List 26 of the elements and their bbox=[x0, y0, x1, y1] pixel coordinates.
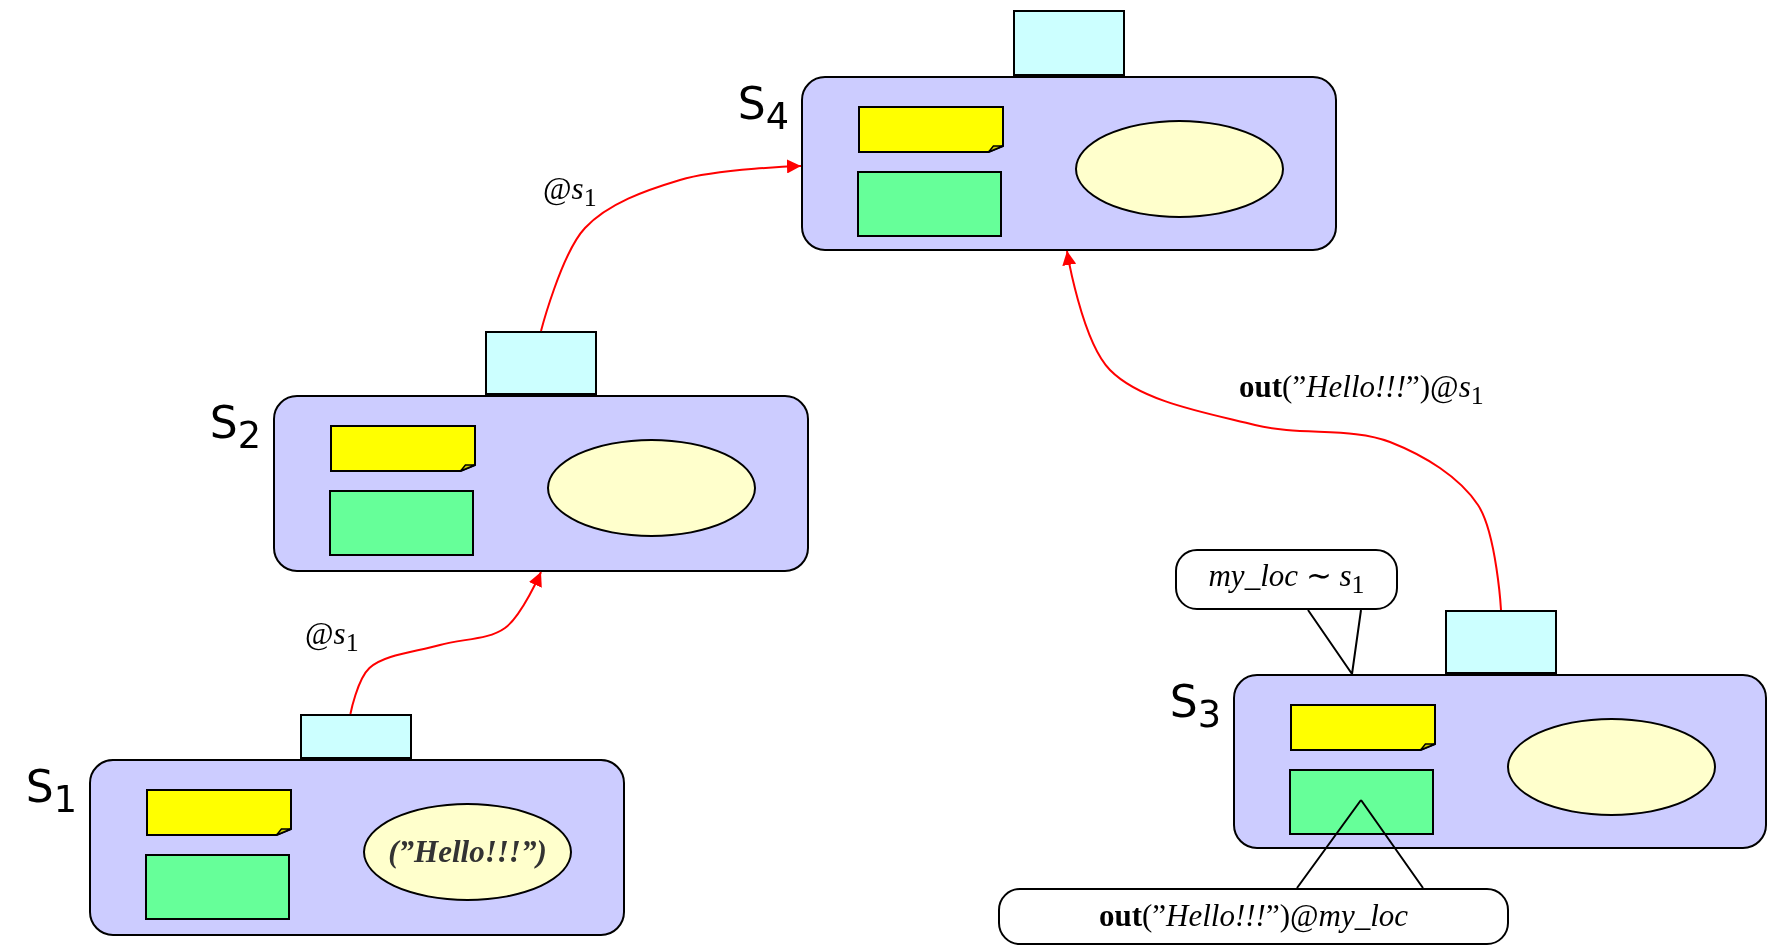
site-label: S$_{1}$ bbox=[25, 765, 77, 819]
callout-text: my_loc ∼ s$_{1}$ bbox=[1208, 559, 1365, 600]
arrow bbox=[540, 159, 802, 332]
leader-line bbox=[1296, 799, 1424, 889]
note-box bbox=[330, 425, 476, 472]
process-box bbox=[857, 171, 1002, 237]
port-box bbox=[300, 714, 412, 759]
note-box bbox=[858, 106, 1004, 153]
note-box bbox=[146, 789, 292, 836]
callout-text: out(”Hello!!!”)@my_loc bbox=[1098, 899, 1409, 934]
site-label: S$_{2}$ bbox=[209, 401, 261, 455]
arrow bbox=[1062, 250, 1502, 611]
process-box bbox=[329, 490, 474, 556]
tuple-text: (”Hello!!!”) bbox=[388, 834, 547, 870]
leader-line bbox=[1307, 609, 1362, 675]
note-box bbox=[1290, 704, 1436, 751]
arrow bbox=[349, 571, 542, 715]
site-label: S$_{4}$ bbox=[737, 82, 789, 136]
process-box bbox=[1289, 769, 1434, 835]
speech-bubble bbox=[998, 888, 1509, 945]
port-box bbox=[485, 331, 597, 395]
port-box bbox=[1013, 10, 1125, 76]
port-box bbox=[1445, 610, 1557, 674]
speech-bubble bbox=[1175, 549, 1398, 610]
site-label: S$_{3}$ bbox=[1169, 680, 1221, 734]
process-box bbox=[145, 854, 290, 920]
